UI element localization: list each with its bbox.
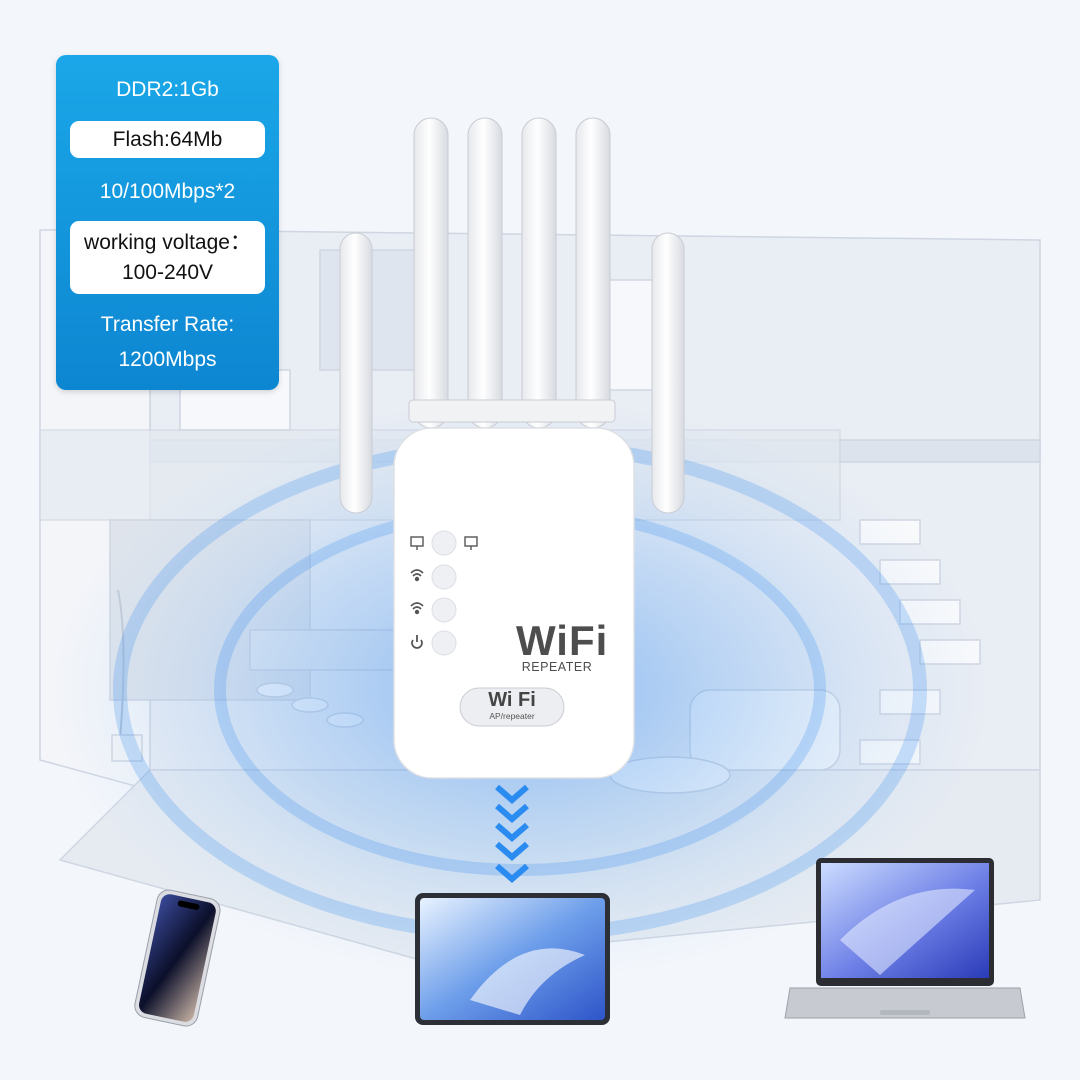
device-logo: WiFi [516,617,609,664]
spec-voltage-value: 100-240V [121,261,214,284]
signal-arrows [495,784,529,883]
spec-ddr: DDR2:1Gb [116,78,219,101]
power-led [431,630,457,656]
wifi-2g-icon [410,602,424,615]
spec-voltage: working voltage： 100-240V [70,221,265,294]
spec-panel: DDR2:1Gb Flash:64Mb 10/100Mbps*2 working… [56,55,279,390]
wifi-badge [459,687,565,727]
spec-rate-label: Transfer Rate: [100,313,235,336]
antennas [339,117,685,514]
badge-main-text: Wi Fi [488,689,536,711]
badge-sub-text: AP/repeater [489,711,535,721]
laptop [784,858,1026,1019]
wifi-2g-led [431,597,457,623]
power-icon [411,635,423,649]
spec-ports: 10/100Mbps*2 [99,180,236,203]
lan-led [431,530,457,556]
spec-flash: Flash:64Mb [70,121,265,158]
smartphone [134,889,221,1027]
wifi-5g-icon [410,569,424,582]
spec-rate-value: 1200Mbps [118,348,217,371]
spec-voltage-label: working voltage： [84,231,251,254]
lan-icon [410,536,478,550]
repeater-device [393,427,635,779]
device-subtitle: REPEATER [521,660,593,674]
wifi-5g-led [431,564,457,590]
tablet [415,893,610,1025]
